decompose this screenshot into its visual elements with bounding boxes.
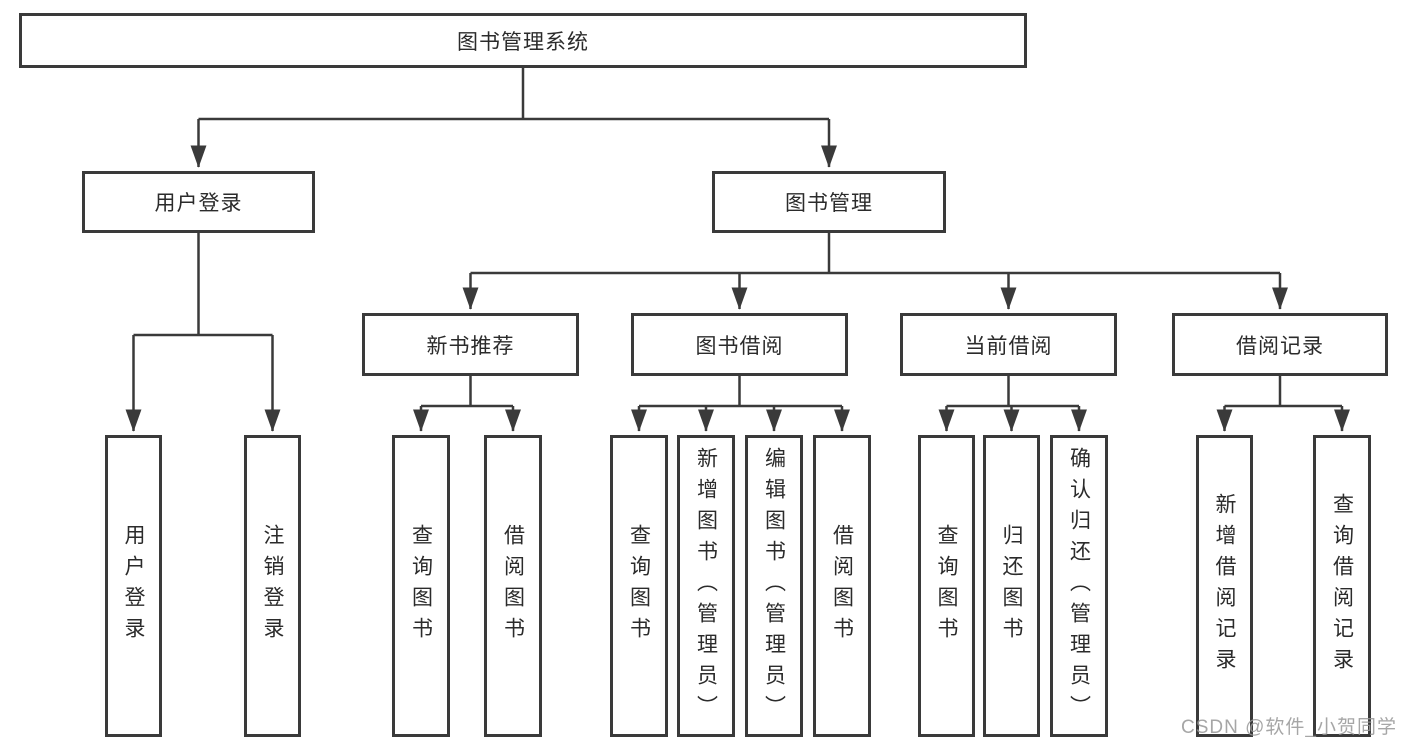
node-leaf-confirm-return: 确认归还（管理员） (1050, 435, 1108, 737)
connector-root-trunk (198, 68, 829, 121)
node-leaf-edit-book: 编辑图书（管理员） (745, 435, 803, 737)
node-root: 图书管理系统 (19, 13, 1027, 68)
node-leaf-user-login: 用户登录 (105, 435, 162, 737)
leaf-label: 新增图书（管理员） (694, 446, 718, 726)
node-borrow-record: 借阅记录 (1172, 313, 1388, 376)
connector-book-borrow-trunk (639, 376, 842, 408)
leaf-label: 借阅图书 (501, 524, 525, 648)
connector-borrow-record-trunk (1224, 376, 1342, 408)
node-leaf-borrow-book-1: 借阅图书 (484, 435, 542, 737)
leaf-label: 归还图书 (1000, 524, 1023, 648)
node-leaf-query-record: 查询借阅记录 (1313, 435, 1371, 737)
node-book-mgmt: 图书管理 (712, 171, 946, 233)
leaf-label: 编辑图书（管理员） (762, 446, 786, 726)
leaf-label: 查询图书 (409, 524, 433, 648)
leaf-label: 新增借阅记录 (1213, 493, 1236, 679)
node-leaf-query-book-2: 查询图书 (610, 435, 668, 737)
node-leaf-borrow-book-2: 借阅图书 (813, 435, 871, 737)
node-leaf-query-book-1: 查询图书 (392, 435, 450, 737)
node-leaf-add-record: 新增借阅记录 (1196, 435, 1253, 737)
node-leaf-logout: 注销登录 (244, 435, 301, 737)
connector-book-mgmt-trunk (470, 233, 1280, 275)
leaf-label: 借阅图书 (830, 524, 854, 648)
leaf-label: 确认归还（管理员） (1067, 446, 1091, 726)
leaf-label: 查询图书 (935, 524, 958, 648)
node-leaf-return-book: 归还图书 (983, 435, 1040, 737)
leaf-label: 查询借阅记录 (1330, 493, 1354, 679)
connector-new-book-rec-trunk (421, 376, 513, 408)
node-new-book-recommend: 新书推荐 (362, 313, 579, 376)
leaf-label: 注销登录 (261, 524, 284, 648)
leaf-label: 查询图书 (627, 524, 651, 648)
connector-user-login-trunk (133, 233, 273, 337)
node-user-login: 用户登录 (82, 171, 315, 233)
connector-current-borrow-trunk (946, 376, 1079, 408)
node-leaf-add-book: 新增图书（管理员） (677, 435, 735, 737)
node-book-borrow: 图书借阅 (631, 313, 848, 376)
node-leaf-query-book-3: 查询图书 (918, 435, 975, 737)
csdn-watermark: CSDN @软件_小贺同学 (1181, 717, 1397, 738)
node-current-borrow: 当前借阅 (900, 313, 1117, 376)
leaf-label: 用户登录 (122, 524, 145, 648)
